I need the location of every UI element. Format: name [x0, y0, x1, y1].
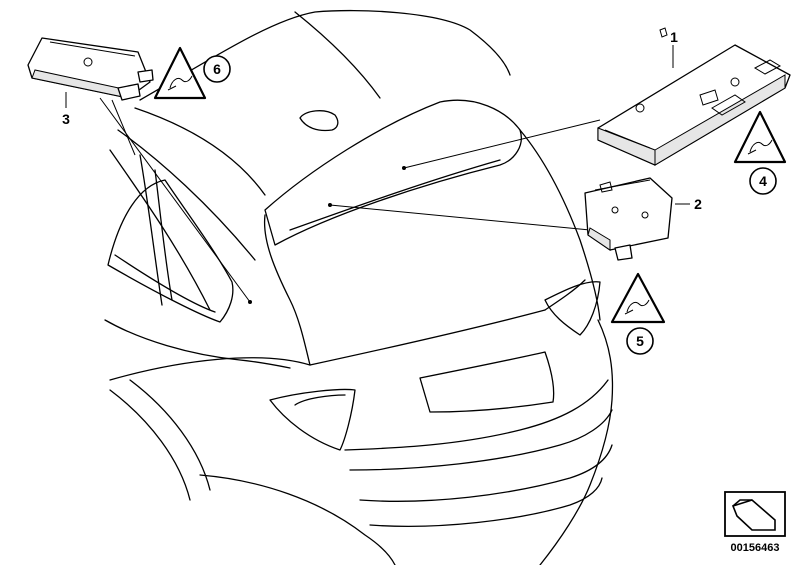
callout-5-circle: 5	[626, 327, 654, 355]
callout-1: 1	[670, 29, 678, 45]
leader-lines	[65, 45, 690, 304]
warning-triangle-6	[153, 46, 207, 100]
callout-4: 4	[759, 173, 767, 189]
callout-4-circle: 4	[749, 167, 777, 195]
diagram-id: 00156463	[731, 542, 780, 554]
callout-6-circle: 6	[203, 55, 231, 83]
warning-triangle-icon	[733, 110, 787, 164]
warning-triangle-5	[610, 272, 666, 324]
callout-5: 5	[636, 333, 644, 349]
direction-arrow-box[interactable]	[724, 491, 786, 537]
part-3-module[interactable]	[27, 37, 154, 101]
warning-triangle-icon	[610, 272, 666, 324]
callout-3: 3	[62, 111, 70, 127]
leader-point	[328, 203, 332, 207]
warning-triangle-4	[733, 110, 787, 164]
leader-point	[248, 300, 252, 304]
warning-triangle-icon	[153, 46, 207, 100]
leader-point	[402, 166, 406, 170]
callout-2: 2	[694, 196, 702, 212]
vehicle-rear-outline	[104, 9, 614, 565]
part-2-module[interactable]	[584, 177, 673, 261]
part-1-control-unit[interactable]	[597, 27, 791, 166]
callout-6: 6	[213, 61, 221, 77]
